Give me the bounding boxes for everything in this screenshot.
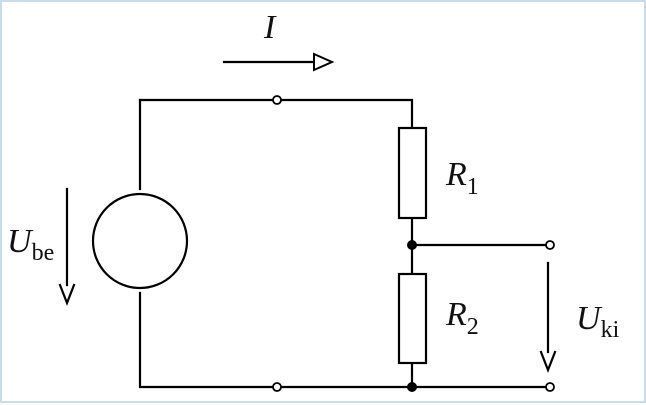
output-voltage-label: Uki — [576, 300, 620, 343]
junction-node-middle — [407, 240, 417, 250]
current-arrow-head — [313, 52, 335, 72]
circuit-wires — [138, 98, 549, 389]
wire-left-lower — [138, 291, 276, 389]
terminal-bottom — [272, 382, 282, 392]
terminal-output-top — [545, 240, 555, 250]
resistor-r2-symbol — [397, 272, 428, 365]
terminal-top — [272, 95, 282, 105]
current-label: I — [263, 9, 277, 46]
current-arrow — [222, 52, 335, 72]
source-voltage-arrow — [58, 187, 76, 307]
output-voltage-arrow — [539, 261, 557, 374]
resistor-r1-label: R1 — [445, 156, 479, 200]
source-voltage-label: Ube — [7, 223, 54, 266]
output-voltage-arrow-head — [539, 350, 557, 374]
source-voltage-arrow-head — [58, 283, 76, 307]
voltage-source-symbol — [91, 192, 189, 290]
resistor-r2-label: R2 — [445, 296, 479, 340]
wire-top-right — [278, 98, 414, 130]
resistor-r1-symbol — [397, 126, 428, 220]
terminal-output-bottom — [545, 382, 555, 392]
junction-node-bottom — [407, 382, 417, 392]
